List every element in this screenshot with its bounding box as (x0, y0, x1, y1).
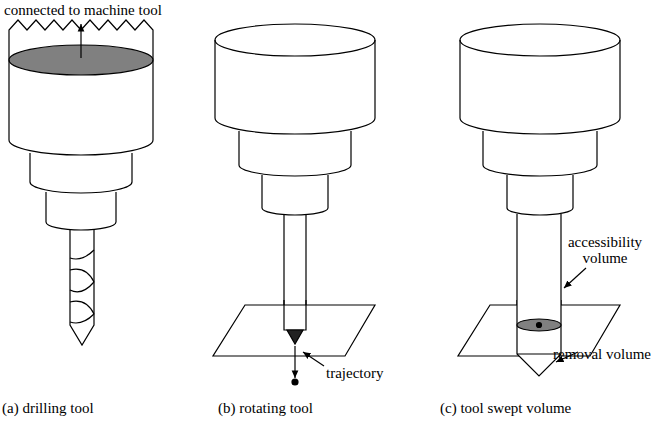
subfigure-caption: (a) drilling tool (2, 400, 94, 416)
annotation-label: connected to machine tool (4, 2, 162, 18)
subfigure-caption: (b) rotating tool (218, 400, 313, 416)
callout-label: removal volume (553, 346, 651, 362)
rotating-tool (213, 24, 375, 385)
tool-swept-volume (458, 24, 620, 376)
callout-label: trajectory (326, 365, 383, 381)
drilling-tool (9, 20, 153, 345)
callout-label: accessibility volume (559, 234, 651, 266)
subfigure-caption: (c) tool swept volume (440, 400, 571, 416)
